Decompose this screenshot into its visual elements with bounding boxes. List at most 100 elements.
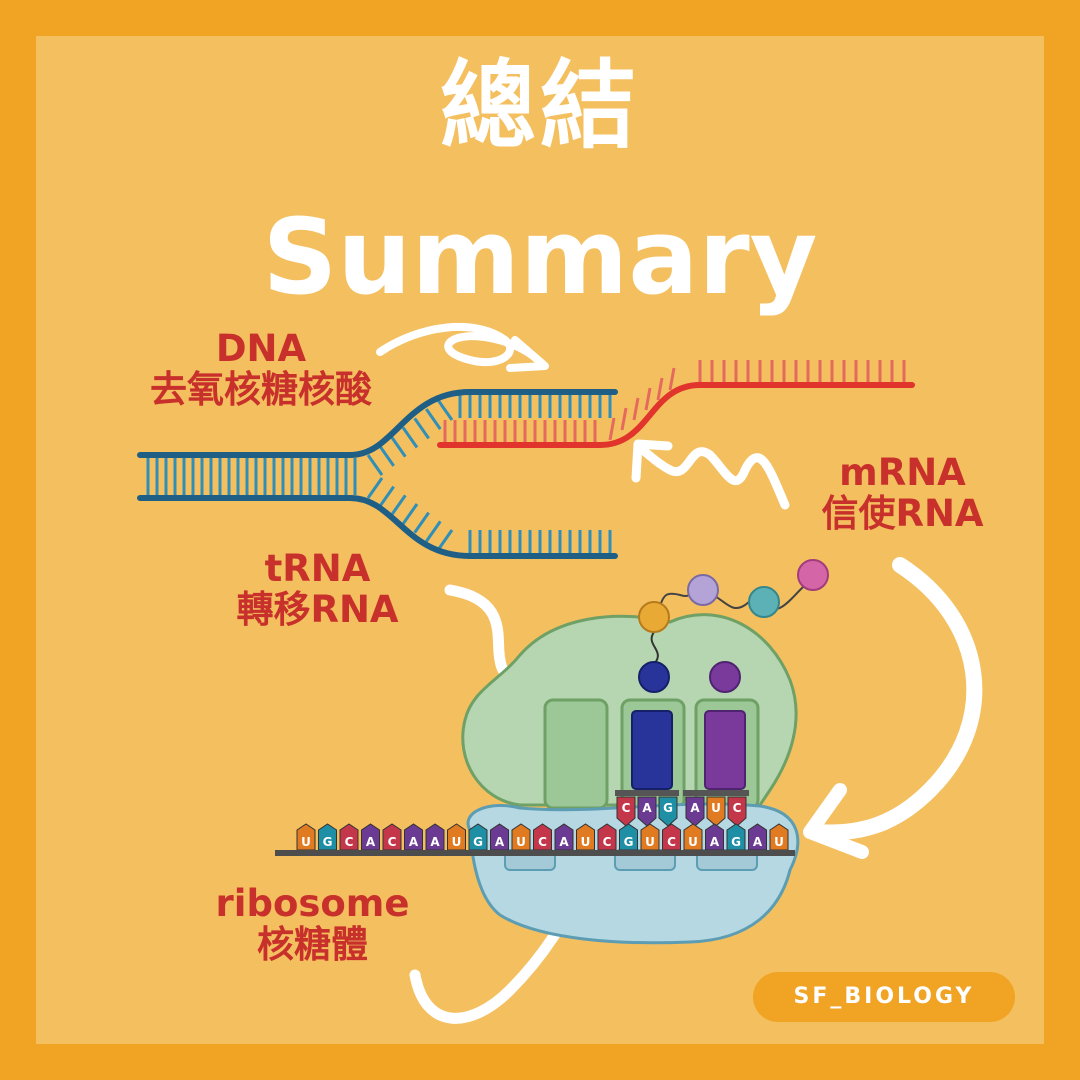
mrna-strand-base bbox=[608, 417, 616, 441]
mrna-nucleotide: A bbox=[404, 823, 423, 851]
anticodon-base-shape bbox=[637, 796, 657, 827]
amino-acid-pink bbox=[797, 559, 829, 591]
peptide-chain bbox=[653, 574, 814, 618]
dna-open-base bbox=[366, 477, 384, 499]
arrow-mrna-label bbox=[635, 443, 790, 510]
dna-bottom-strand bbox=[137, 495, 618, 559]
brand-badge[interactable]: SF_BIOLOGY bbox=[753, 972, 1015, 1022]
dna-open-base bbox=[378, 444, 395, 467]
mrna-nucleotide: G bbox=[318, 823, 337, 851]
mrna-nucleotide: A bbox=[748, 823, 767, 851]
mrna-nucleotide: U bbox=[769, 823, 789, 851]
mrna-nucleotide: C bbox=[597, 823, 617, 851]
mrna-nucleotide: U bbox=[296, 823, 316, 851]
page-title-chinese: 總結 bbox=[440, 50, 640, 162]
mrna-nucleotide: U bbox=[447, 823, 466, 851]
mrna-nucleotide-letter: C bbox=[345, 835, 354, 849]
anticodon-base: G bbox=[658, 796, 678, 827]
anticodon-base-shape bbox=[685, 796, 705, 827]
mrna-nucleotide-letter: A bbox=[495, 835, 505, 849]
dna-open-base bbox=[401, 426, 419, 449]
anticodon-base-shape bbox=[658, 796, 678, 827]
amino-acid-lilac bbox=[687, 574, 719, 606]
page-title-english: Summary bbox=[262, 196, 818, 318]
arrow-dna-to-mrna bbox=[376, 322, 544, 367]
label-mrna: mRNA 信使RNA bbox=[800, 452, 1005, 535]
label-ribosome-en: ribosome bbox=[215, 882, 410, 925]
mrna-nucleotide: U bbox=[683, 823, 703, 851]
amino-acid-navy bbox=[638, 661, 670, 693]
anticodon-base-shape bbox=[706, 796, 726, 827]
anticodon-base: C bbox=[616, 796, 636, 827]
mrna-nucleotide: U bbox=[576, 823, 595, 851]
mrna-strand-base bbox=[668, 367, 676, 391]
mrna-nucleotide: C bbox=[533, 823, 552, 851]
anticodon-base-letter: G bbox=[663, 801, 673, 815]
dna-open-base bbox=[436, 529, 454, 551]
label-mrna-en: mRNA bbox=[839, 451, 966, 494]
anticodon-base: C bbox=[727, 796, 747, 827]
mrna-transcript-bases bbox=[443, 360, 906, 442]
arrow-dna-to-mrna-head bbox=[506, 336, 549, 372]
mrna-nucleotide: C bbox=[382, 823, 402, 851]
mrna-nucleotide-letter: U bbox=[581, 835, 591, 849]
mrna-nucleotide: U bbox=[640, 823, 660, 851]
mrna-nucleotide: U bbox=[511, 823, 531, 851]
dna-open-base bbox=[413, 511, 430, 534]
anticodon-base-shape bbox=[616, 796, 636, 827]
label-dna-zh: 去氧核糖核酸 bbox=[150, 368, 372, 412]
mrna-nucleotide: C bbox=[662, 823, 681, 851]
anticodon-base-letter: C bbox=[622, 801, 631, 815]
dna-base-pairs bbox=[146, 395, 612, 553]
dna-open-base bbox=[425, 408, 442, 431]
amino-acid-purple bbox=[709, 661, 741, 693]
arrow-mrna-to-ribosome-head bbox=[803, 783, 869, 859]
anticodon-base: A bbox=[685, 796, 705, 827]
mrna-nucleotide: G bbox=[619, 823, 638, 851]
mrna-nucleotide-letter: A bbox=[753, 835, 763, 849]
mrna-nucleotide-letter: G bbox=[731, 835, 741, 849]
mrna-nucleotide-letter: G bbox=[473, 835, 483, 849]
mrna-nucleotide: A bbox=[361, 823, 380, 851]
mrna-nucleotide-letter: U bbox=[645, 835, 655, 849]
mrna-nucleotide-letter: G bbox=[624, 835, 634, 849]
label-trna: tRNA 轉移RNA bbox=[215, 548, 420, 631]
mrna-nucleotide-letter: C bbox=[667, 835, 676, 849]
mrna-nucleotide-letter: C bbox=[538, 835, 547, 849]
dna-open-base bbox=[366, 454, 384, 476]
mrna-nucleotide-letter: A bbox=[409, 835, 419, 849]
anticodon-base-shape bbox=[727, 796, 747, 827]
mrna-backbone bbox=[275, 850, 795, 856]
mrna-nucleotide-letter: U bbox=[452, 835, 462, 849]
label-ribosome-zh: 核糖體 bbox=[257, 923, 368, 967]
mrna-nucleotide-letter: A bbox=[710, 835, 720, 849]
mrna-nucleotide: G bbox=[468, 823, 488, 851]
dna-open-base bbox=[401, 503, 419, 525]
dna-open-base bbox=[436, 399, 454, 421]
arrow-mrna-to-ribosome bbox=[807, 557, 983, 841]
anticodon-base-letter: A bbox=[642, 801, 652, 815]
mrna-nucleotide-letter: C bbox=[603, 835, 612, 849]
mrna-nucleotide: G bbox=[726, 823, 746, 851]
mrna-nucleotide: A bbox=[705, 823, 724, 851]
dna-open-base bbox=[425, 520, 442, 543]
mrna-strand-base bbox=[656, 377, 664, 401]
ribosome-site-e bbox=[543, 698, 609, 810]
label-trna-zh: 轉移RNA bbox=[236, 588, 399, 632]
mrna-nucleotide: A bbox=[425, 823, 445, 851]
mrna-nucleotide-letter: U bbox=[688, 835, 698, 849]
mrna-nucleotide: A bbox=[554, 823, 574, 851]
trna-1-linker bbox=[650, 631, 659, 664]
mrna-nucleotide-letter: C bbox=[388, 835, 397, 849]
label-dna-en: DNA bbox=[215, 327, 307, 370]
mrna-nucleotide: C bbox=[339, 823, 359, 851]
mrna-nucleotide-letter: G bbox=[323, 835, 333, 849]
label-trna-en: tRNA bbox=[264, 547, 371, 590]
trna-1-body bbox=[631, 710, 673, 790]
ribosome-small-subunit bbox=[466, 802, 800, 945]
mrna-nucleotide-letter: A bbox=[559, 835, 569, 849]
amino-acid-teal bbox=[748, 586, 780, 618]
